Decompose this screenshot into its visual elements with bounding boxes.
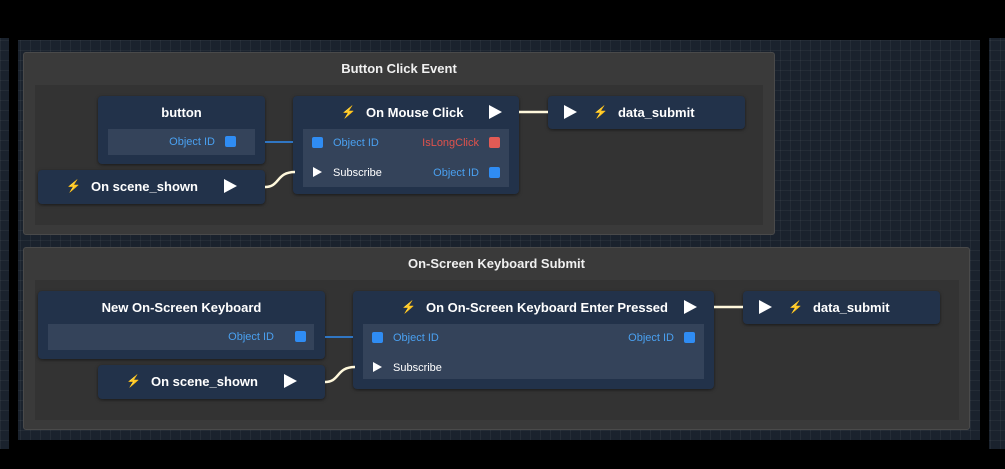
- node-title: data_submit: [812, 299, 890, 315]
- exec-wire: [324, 365, 356, 384]
- exec-output-port[interactable]: [489, 105, 502, 119]
- event-node-on-mouse-click[interactable]: ⚡ On Mouse Click Object ID IsLongClick S…: [293, 96, 519, 194]
- exec-input-port[interactable]: [759, 300, 772, 314]
- object-id-output-label: Object ID: [228, 331, 274, 343]
- subscribe-exec-input-port[interactable]: [313, 167, 322, 177]
- data-submit-node[interactable]: ⚡ data_submit: [743, 291, 940, 324]
- object-id-output-label: Object ID: [433, 167, 479, 179]
- object-node-new-on-screen-keyboard[interactable]: New On-Screen Keyboard Object ID: [38, 291, 325, 359]
- subscribe-input-label: Subscribe: [333, 167, 382, 179]
- object-id-output-port[interactable]: [489, 167, 500, 178]
- exec-output-port[interactable]: [223, 179, 237, 193]
- object-id-input-port[interactable]: [372, 332, 383, 343]
- group-title: On-Screen Keyboard Submit: [408, 256, 585, 271]
- port-panel: Object ID: [108, 129, 255, 155]
- port-panel: Object ID Object ID Subscribe: [363, 324, 704, 379]
- canvas-frame: [9, 38, 989, 449]
- lightning-bolt-icon: ⚡: [341, 105, 356, 119]
- exec-output-port[interactable]: [283, 374, 297, 388]
- scene-shown-node[interactable]: ⚡ On scene_shown: [98, 365, 325, 399]
- data-submit-node[interactable]: ⚡ data_submit: [548, 96, 745, 129]
- lightning-bolt-icon: ⚡: [788, 300, 803, 314]
- object-id-output-port[interactable]: [684, 332, 695, 343]
- node-title: On On-Screen Keyboard Enter Pressed: [425, 299, 668, 315]
- group-title: Button Click Event: [341, 61, 457, 76]
- lightning-bolt-icon: ⚡: [401, 300, 416, 314]
- lightning-bolt-icon: ⚡: [66, 179, 82, 193]
- exec-output-port[interactable]: [684, 300, 697, 314]
- canvas-top-bar: [0, 0, 1005, 38]
- exec-input-port[interactable]: [564, 105, 577, 119]
- object-node-button[interactable]: button Object ID: [98, 96, 265, 164]
- lightning-bolt-icon: ⚡: [126, 374, 142, 388]
- node-title: data_submit: [617, 104, 695, 120]
- subscribe-exec-input-port[interactable]: [373, 362, 382, 372]
- node-title: On scene_shown: [91, 178, 198, 194]
- islongclick-output-label: IsLongClick: [422, 137, 479, 149]
- object-id-input-label: Object ID: [333, 137, 379, 149]
- object-id-output-port[interactable]: [295, 331, 306, 342]
- canvas-bottom-bar: [0, 449, 1005, 469]
- port-panel: Object ID: [48, 324, 314, 350]
- node-title: On Mouse Click: [365, 104, 464, 120]
- node-title: On scene_shown: [151, 373, 258, 389]
- port-panel: Object ID IsLongClick Subscribe Object I…: [303, 129, 509, 187]
- object-id-input-label: Object ID: [393, 332, 439, 344]
- node-title: New On-Screen Keyboard: [101, 299, 262, 315]
- exec-wire: [264, 170, 296, 189]
- object-id-output-label: Object ID: [628, 332, 674, 344]
- object-id-output-label: Object ID: [169, 136, 215, 148]
- object-id-output-port[interactable]: [225, 136, 236, 147]
- object-id-input-port[interactable]: [312, 137, 323, 148]
- subscribe-input-label: Subscribe: [393, 362, 442, 374]
- node-title: button: [161, 104, 202, 120]
- scene-shown-node[interactable]: ⚡ On scene_shown: [38, 170, 265, 204]
- event-node-on-keyboard-enter-pressed[interactable]: ⚡ On On-Screen Keyboard Enter Pressed Ob…: [353, 291, 714, 389]
- islongclick-output-port[interactable]: [489, 137, 500, 148]
- lightning-bolt-icon: ⚡: [593, 105, 608, 119]
